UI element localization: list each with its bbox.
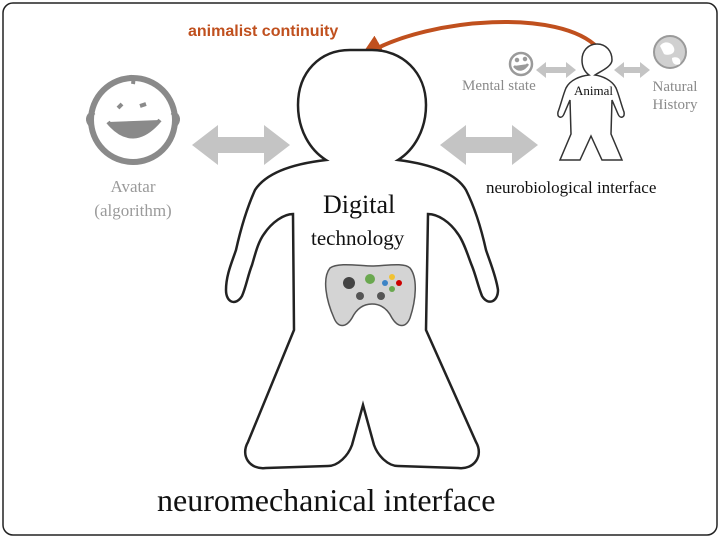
globe-icon	[653, 35, 687, 69]
small-face-icon	[508, 51, 534, 77]
small-double-arrow-icon-left	[536, 62, 576, 78]
small-double-arrow-icon-right	[614, 62, 650, 78]
mental-state-label: Mental state	[462, 78, 536, 94]
animal-label: Animal	[574, 83, 613, 98]
avatar-label-line2: (algorithm)	[94, 201, 172, 220]
face-icon	[86, 74, 180, 165]
natural-history-line1: Natural	[652, 79, 698, 95]
animal-figure-outline	[557, 43, 625, 161]
natural-history-label: Natural History	[642, 78, 708, 114]
avatar-label: Avatar (algorithm)	[78, 175, 188, 223]
natural-history-line2: History	[652, 97, 698, 113]
human-figure-outline	[224, 48, 500, 470]
technology-label: technology	[311, 226, 405, 250]
animalist-continuity-label: animalist continuity	[188, 23, 339, 40]
double-arrow-icon	[192, 125, 290, 165]
double-arrow-icon-right	[440, 125, 538, 165]
avatar-label-line1: Avatar	[110, 177, 156, 196]
continuity-arrow	[359, 20, 600, 58]
neurobiological-interface-label: neurobiological interface	[486, 178, 657, 197]
game-controller-icon	[324, 263, 416, 327]
digital-label: Digital	[323, 190, 396, 219]
neuromechanical-interface-label: neuromechanical interface	[157, 482, 496, 518]
